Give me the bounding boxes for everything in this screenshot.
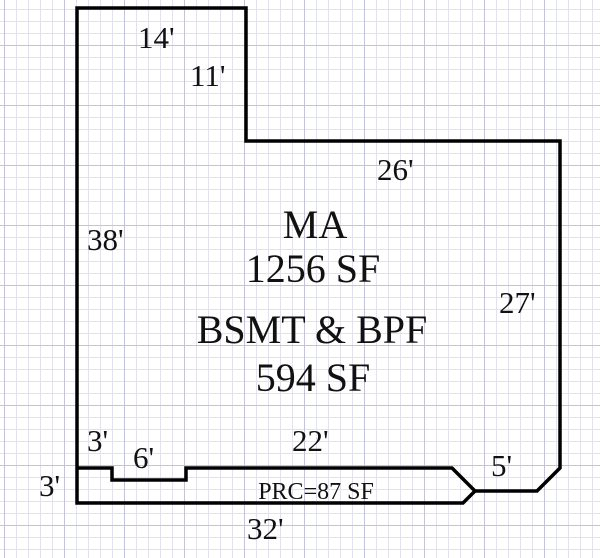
dim-left-height: 38' bbox=[87, 222, 124, 257]
porch-outline bbox=[75, 466, 478, 505]
main-area-outline bbox=[75, 6, 562, 493]
dim-top-left: 14' bbox=[138, 20, 175, 55]
dim-bottom-inner: 22' bbox=[292, 423, 329, 458]
dim-notch-depth: 11' bbox=[190, 58, 225, 93]
basement-label: BSMT & BPF bbox=[197, 307, 428, 352]
dim-bottom-left-step: 3' bbox=[87, 423, 108, 458]
dim-corner-cut: 5' bbox=[491, 448, 512, 483]
main-area-label: MA bbox=[283, 202, 348, 247]
dim-step-width: 6' bbox=[133, 440, 154, 475]
porch-area-label: PRC=87 SF bbox=[258, 479, 374, 505]
dim-right-height: 27' bbox=[499, 285, 536, 320]
basement-area-value: 594 SF bbox=[256, 355, 371, 400]
dim-porch-depth: 3' bbox=[39, 468, 60, 503]
main-area-value: 1256 SF bbox=[246, 246, 381, 291]
dim-upper-right: 26' bbox=[377, 152, 414, 187]
dim-porch-width: 32' bbox=[247, 511, 284, 546]
